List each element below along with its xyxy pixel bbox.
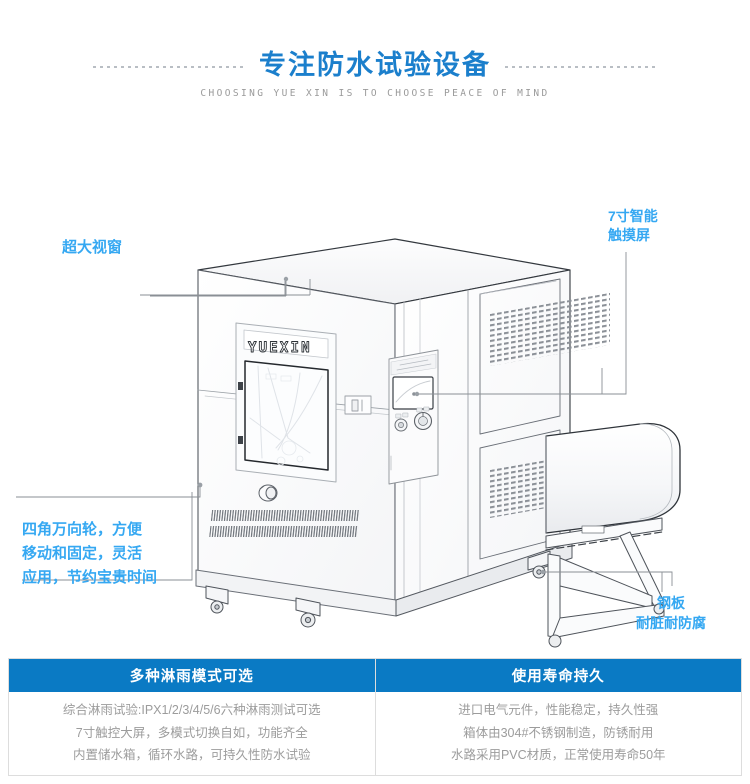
spec-line: 箱体由304#不锈钢制造，防锈耐用 [463,725,654,740]
brand-logo-text: YUEXIN [248,340,312,356]
page-subtitle: CHOOSING YUE XIN IS TO CHOOSE PEACE OF M… [200,88,550,99]
callout-casters-line3: 应用，节约宝贵时间 [22,569,158,586]
callout-touchscreen-line1: 7寸智能 [608,208,658,224]
callout-touchscreen-line2: 触摸屏 [608,227,650,244]
spec-line: 进口电气元件，性能稳定，持久性强 [458,703,659,718]
spec-body-lifespan: 进口电气元件，性能稳定，持久性强 箱体由304#不锈钢制造，防锈耐用 水路采用P… [376,692,742,775]
spec-line: 内置储水箱，循环水路，可持久性防水试验 [72,748,311,763]
spec-header-lifespan: 使用寿命持久 [375,659,741,692]
spec-line: 水路采用PVC材质，正常使用寿命50年 [450,748,666,763]
title-row: 专注防水试验设备 [0,44,750,86]
callout-window: 超大视窗 [62,238,122,259]
page-title: 专注防水试验设备 [259,49,491,80]
spec-header-rain-modes: 多种淋雨模式可选 [9,659,375,692]
callout-steel-line2: 耐脏耐防腐 [636,615,706,632]
product-illustration: YUEXIN [0,118,750,648]
callout-casters: 四角万向轮，方便 移动和固定，灵活 应用，节约宝贵时间 [22,518,157,590]
spec-body-rain-modes: 综合淋雨试验:IPX1/2/3/4/5/6六种淋雨测试可选 7寸触控大屏，多模式… [9,692,375,775]
dotted-rule-right [505,66,657,68]
spec-table: 多种淋雨模式可选 综合淋雨试验:IPX1/2/3/4/5/6六种淋雨测试可选 7… [8,658,742,776]
callout-steel-plate: 钢板 耐脏耐防腐 [636,593,706,634]
callout-casters-line2: 移动和固定，灵活 [22,545,143,562]
page-header: 专注防水试验设备 CHOOSING YUE XIN IS TO CHOOSE P… [0,0,750,120]
callout-window-label: 超大视窗 [62,239,123,256]
dotted-rule-left [93,66,245,68]
callout-touchscreen: 7寸智能 触摸屏 [608,207,658,246]
callout-casters-line1: 四角万向轮，方便 [22,521,143,538]
callout-steel-line1: 钢板 [657,595,685,611]
spec-column-lifespan: 使用寿命持久 进口电气元件，性能稳定，持久性强 箱体由304#不锈钢制造，防锈耐… [374,659,742,775]
spec-column-rain-modes: 多种淋雨模式可选 综合淋雨试验:IPX1/2/3/4/5/6六种淋雨测试可选 7… [9,659,375,775]
spec-line: 7寸触控大屏，多模式切换自如，功能齐全 [75,725,308,740]
spec-line: 综合淋雨试验:IPX1/2/3/4/5/6六种淋雨测试可选 [62,703,321,718]
chamber-line-drawing: YUEXIN [16,238,681,648]
